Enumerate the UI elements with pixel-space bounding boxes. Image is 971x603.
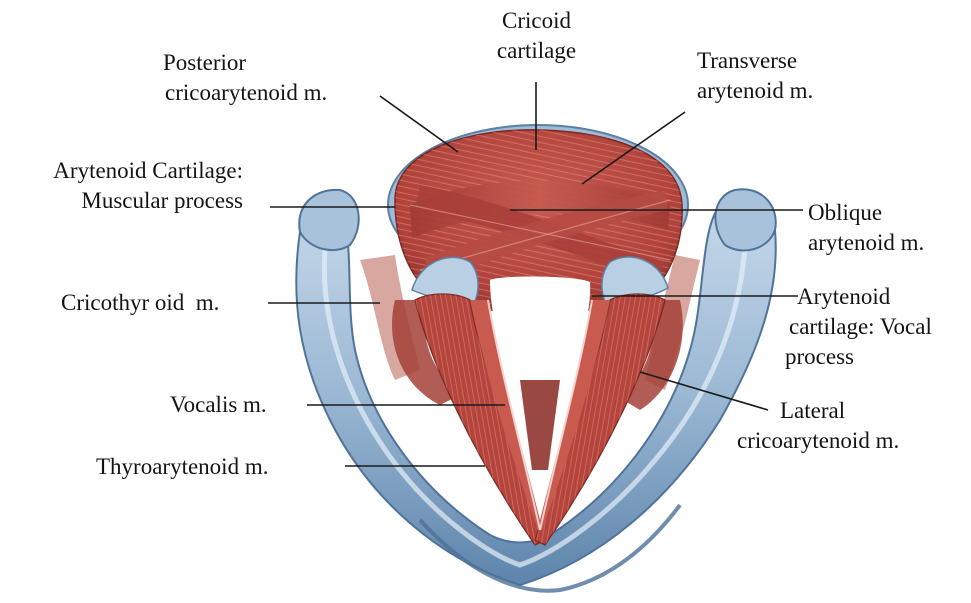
label-vocal-process: Arytenoid cartilage: Vocal process	[797, 282, 932, 372]
label-oblique-arytenoid: Oblique arytenoid m.	[808, 198, 924, 258]
label-vocalis: Vocalis m.	[170, 390, 267, 420]
glottic-opening	[490, 276, 590, 380]
label-transverse-arytenoid: Transverse arytenoid m.	[697, 46, 813, 106]
label-posterior-cricoarytenoid: Posterior cricoarytenoid m.	[163, 48, 327, 108]
label-lateral-cricoarytenoid: Lateral cricoarytenoid m.	[737, 396, 899, 456]
label-cricoid-cartilage: Cricoid cartilage	[479, 6, 594, 66]
label-muscular-process: Arytenoid Cartilage: Muscular process	[6, 156, 243, 216]
label-thyroarytenoid: Thyroarytenoid m.	[96, 452, 268, 482]
label-cricothyroid: Cricothyr oid m.	[61, 288, 219, 318]
leader-posterior-cricoarytenoid	[380, 96, 458, 152]
